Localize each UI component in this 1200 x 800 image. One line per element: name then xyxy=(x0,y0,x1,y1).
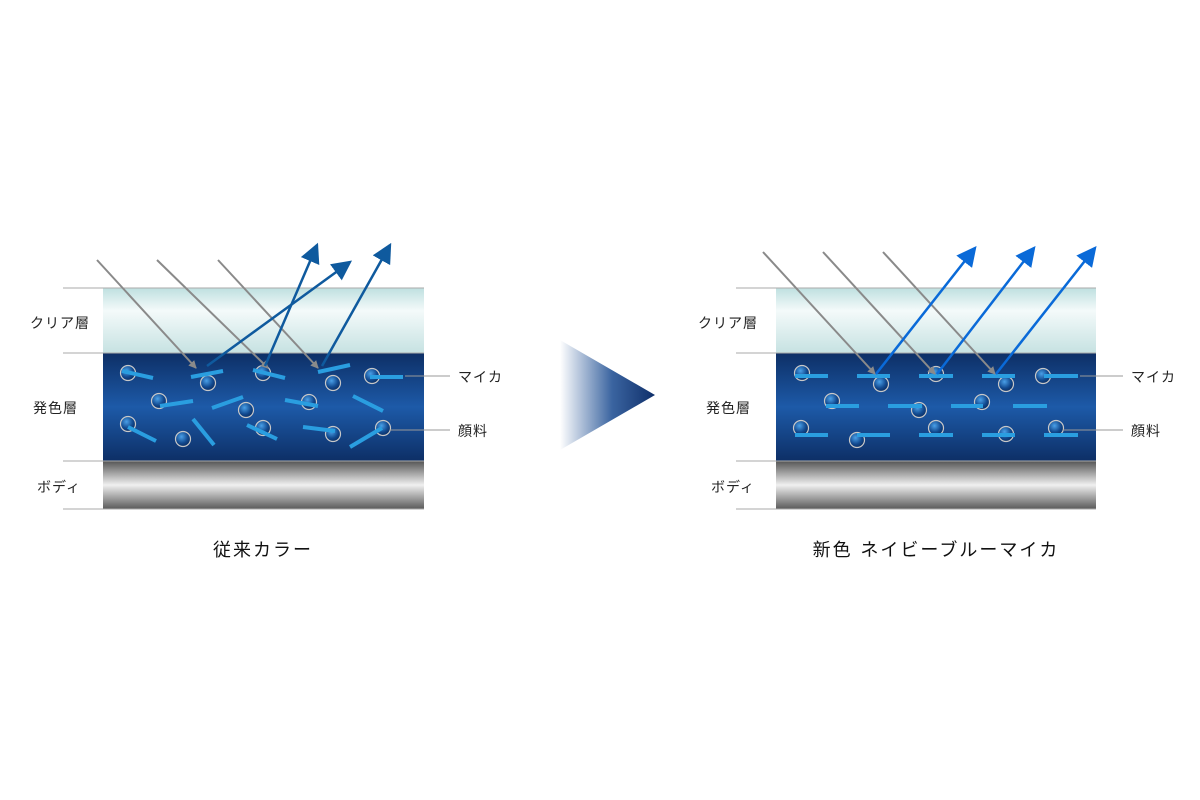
right-pigment-particle xyxy=(872,375,890,393)
left-pigment-particle xyxy=(199,374,217,392)
left-mica-flake xyxy=(190,369,224,379)
left-pigment-particle xyxy=(237,401,255,419)
right-callout-mica: マイカ xyxy=(1131,370,1176,386)
left-mica-flake xyxy=(211,395,244,410)
left-mica-flake xyxy=(302,425,336,433)
right-body-layer xyxy=(776,461,1096,509)
right-caption: 新色 ネイビーブルーマイカ xyxy=(812,540,1060,561)
left-label-color-layer: 発色層 xyxy=(33,401,78,417)
left-reflected-light-arrow xyxy=(320,242,392,367)
left-mica-flake xyxy=(121,369,154,380)
right-label-color-layer: 発色層 xyxy=(706,401,751,417)
transition-arrow-icon xyxy=(560,340,655,450)
left-mica-flake xyxy=(191,417,216,447)
left-incident-light-arrow xyxy=(156,259,269,369)
right-label-clear-layer: クリア層 xyxy=(698,316,758,332)
right-reflected-light-arrow xyxy=(936,246,1036,375)
left-incident-light-arrow xyxy=(217,259,319,369)
left-incident-light-arrow xyxy=(96,259,197,369)
right-reflected-light-arrow xyxy=(995,246,1097,375)
left-pigment-particle xyxy=(324,374,342,392)
left-callout-pigment: 顔料 xyxy=(458,424,488,440)
left-reflected-light-arrow xyxy=(206,260,353,368)
left-body-layer xyxy=(103,461,424,509)
right-reflected-light-arrow xyxy=(875,246,977,375)
left-clear-layer xyxy=(103,288,424,353)
left-mica-flake xyxy=(348,426,384,449)
left-mica-flake xyxy=(284,398,319,408)
right-incident-light-arrow xyxy=(762,251,876,375)
left-mica-flake xyxy=(159,399,194,408)
right-label-body-layer: ボディ xyxy=(711,480,756,496)
left-mica-flake xyxy=(352,394,384,413)
left-caption: 従来カラー xyxy=(213,540,313,561)
right-pigment-particle xyxy=(997,375,1015,393)
left-pigment-particle xyxy=(374,419,392,437)
right-incident-light-arrow xyxy=(882,251,996,375)
right-pigment-particle xyxy=(793,364,811,382)
left-label-clear-layer: クリア層 xyxy=(30,316,90,332)
left-mica-flake xyxy=(252,368,286,380)
left-reflected-light-arrow xyxy=(263,242,320,367)
left-mica-flake xyxy=(317,363,351,374)
right-callout-pigment: 顔料 xyxy=(1131,424,1161,440)
left-mica-flake xyxy=(246,423,278,441)
right-incident-light-arrow xyxy=(822,251,936,375)
left-mica-flake xyxy=(127,425,157,443)
left-label-body-layer: ボディ xyxy=(37,480,82,496)
left-pigment-particle xyxy=(174,430,192,448)
left-callout-mica: マイカ xyxy=(458,370,503,386)
